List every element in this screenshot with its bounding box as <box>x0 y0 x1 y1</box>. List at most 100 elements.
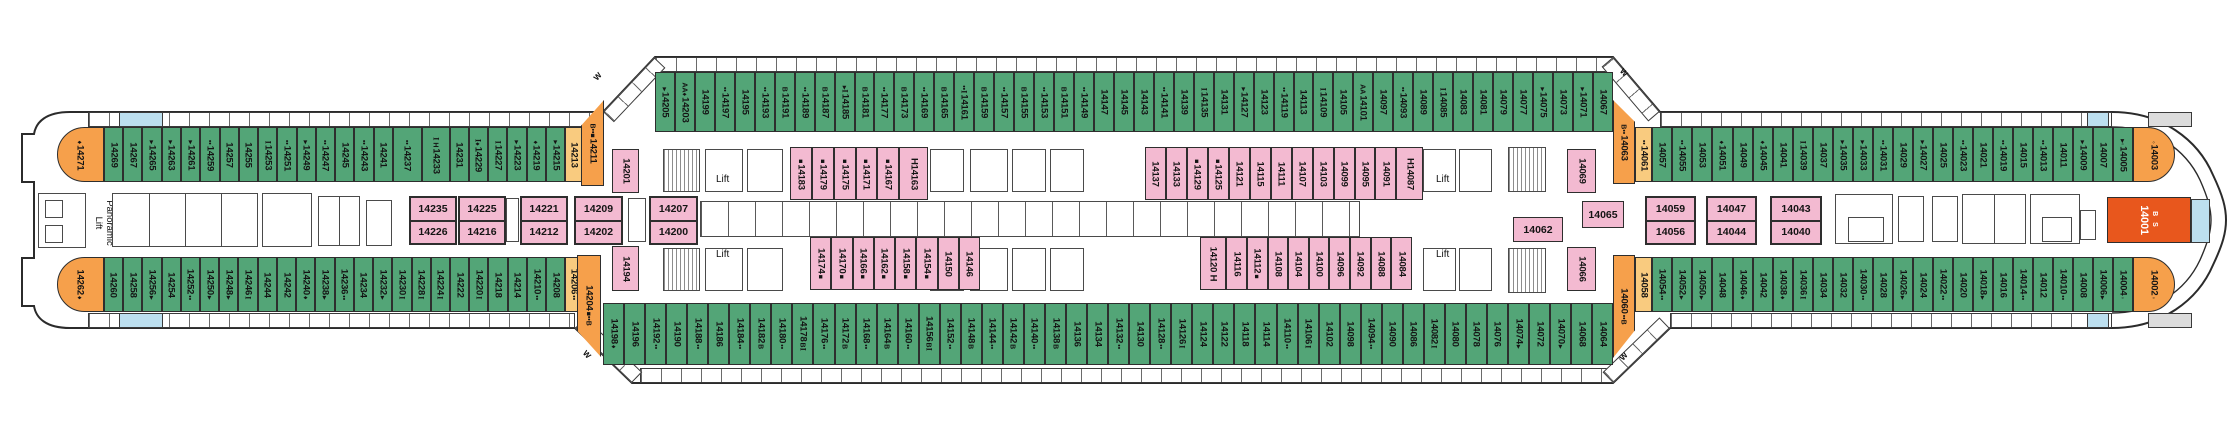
cabin-14097[interactable]: 14097 <box>1373 72 1394 132</box>
cabin-14002[interactable]: 14002◦ <box>2133 257 2176 312</box>
cabin-14034[interactable]: 14034 <box>1812 257 1833 312</box>
cabin-14114[interactable]: 14114 <box>1255 303 1277 365</box>
cabin-14062[interactable]: 14062 <box>1513 217 1563 242</box>
cabin-14177[interactable]: ••14177 <box>874 72 895 132</box>
service-cell[interactable] <box>2148 313 2192 328</box>
cabin-14244[interactable]: 14244 <box>257 257 277 312</box>
cabin-14201[interactable]: 14201 <box>612 149 639 193</box>
cabin-14193[interactable]: ••14193 <box>754 72 775 132</box>
cabin-14041[interactable]: 14041 <box>1772 127 1793 182</box>
cabin-14078[interactable]: 14078 <box>1465 303 1487 365</box>
cabin-14103[interactable]: 14103 <box>1312 147 1334 200</box>
cabin-14165[interactable]: B14165 <box>934 72 955 132</box>
cabin-14042[interactable]: 14042 <box>1752 257 1773 312</box>
cabin-14007[interactable]: 14007 <box>2093 127 2114 182</box>
cabin-14004[interactable]: 14004◦ <box>2113 257 2134 312</box>
cabin-14088[interactable]: 14088 <box>1370 237 1392 290</box>
cabin-14085[interactable]: I14085 <box>1433 72 1454 132</box>
cabin-14129[interactable]: ■14129 <box>1186 147 1208 200</box>
cabin-14183[interactable]: ■14183 <box>790 147 812 200</box>
cabin-14267[interactable]: 14267 <box>123 127 143 182</box>
cabin-14219[interactable]: ♦14219 <box>526 127 546 182</box>
cabin-14027[interactable]: ▸14027 <box>1912 127 1933 182</box>
cabin-14066[interactable]: 14066 <box>1567 247 1596 291</box>
cabin-14240[interactable]: 14240♦ <box>296 257 316 312</box>
cabin-14153[interactable]: ••14153 <box>1034 72 1055 132</box>
cabin-14259[interactable]: ••14259 <box>200 127 220 182</box>
cabin-14200[interactable]: 14200 <box>650 220 697 244</box>
cabin-14106[interactable]: 14106I <box>1297 303 1319 365</box>
cabin-14108[interactable]: 14108 <box>1267 237 1289 290</box>
accessible-cabin-cell[interactable] <box>119 313 163 328</box>
cabin-14218[interactable]: 14218 <box>488 257 508 312</box>
cabin-14077[interactable]: 14077 <box>1512 72 1533 132</box>
cabin-14043[interactable]: 14043 <box>1771 197 1821 221</box>
cabin-14229[interactable]: I♦14229 <box>468 127 489 182</box>
cabin-14086[interactable]: 14086 <box>1402 303 1424 365</box>
cabin-14258[interactable]: 14258 <box>123 257 143 312</box>
cabin-14209[interactable]: 14209 <box>575 197 622 221</box>
cabin-14045[interactable]: ♦14045 <box>1752 127 1773 182</box>
cabin-14171[interactable]: ■14171 <box>855 147 878 200</box>
cabin-14113[interactable]: 14113 <box>1293 72 1314 132</box>
cabin-14035[interactable]: ▸14035 <box>1832 127 1853 182</box>
cabin-14028[interactable]: 14028 <box>1872 257 1893 312</box>
cabin-14203[interactable]: AA♦14203 <box>674 72 695 132</box>
cabin-14225[interactable]: 14225 <box>459 197 505 221</box>
cabin-14158[interactable]: 14158■ <box>895 237 917 290</box>
cabin-14152[interactable]: 14152•• <box>939 303 961 365</box>
cabin-14076[interactable]: 14076 <box>1486 303 1509 365</box>
cabin-14144[interactable]: 14144•• <box>981 303 1003 365</box>
cabin-14241[interactable]: 14241 <box>373 127 393 182</box>
cabin-14242[interactable]: 14242 <box>276 257 297 312</box>
cabin-14026[interactable]: 14026▸ <box>1892 257 1913 312</box>
cabin-14044[interactable]: 14044 <box>1707 220 1756 244</box>
cabin-14254[interactable]: 14254 <box>161 257 181 312</box>
cabin-14070[interactable]: 14070▸ <box>1550 303 1572 365</box>
cabin-14101[interactable]: AA14101 <box>1353 72 1374 132</box>
cabin-14021[interactable]: 14021 <box>1973 127 1994 182</box>
cabin-14195[interactable]: 14195 <box>734 72 755 132</box>
cabin-14251[interactable]: ••14251 <box>277 127 297 182</box>
cabin-14252[interactable]: 14252•• <box>180 257 200 312</box>
cabin-14198[interactable]: 14198♦ <box>603 303 625 365</box>
cabin-14018[interactable]: 14018▸ <box>1973 257 1994 312</box>
cabin-14169[interactable]: ••14169 <box>914 72 935 132</box>
cabin-14013[interactable]: ••14013 <box>2033 127 2054 182</box>
cabin-14061[interactable]: ••14061 <box>1635 127 1653 182</box>
service-cell[interactable] <box>2148 112 2192 127</box>
cabin-14138[interactable]: 14138B <box>1044 303 1067 365</box>
cabin-14142[interactable]: 14142B <box>1002 303 1024 365</box>
cabin-14081[interactable]: 14081 <box>1473 72 1494 132</box>
accessible-cabin-cell[interactable] <box>2087 112 2109 127</box>
cabin-14224[interactable]: 14224I <box>430 257 451 312</box>
cabin-14237[interactable]: ••14237 <box>392 127 422 182</box>
cabin-14127[interactable]: ▸14127 <box>1233 72 1254 132</box>
cabin-14053[interactable]: 14053 <box>1692 127 1713 182</box>
cabin-14049[interactable]: 14049 <box>1732 127 1753 182</box>
cabin-14038[interactable]: 14038♦ <box>1772 257 1793 312</box>
cabin-14189[interactable]: ••14189 <box>794 72 815 132</box>
cabin-14250[interactable]: 14250▸ <box>199 257 220 312</box>
cabin-14020[interactable]: 14020 <box>1953 257 1974 312</box>
cabin-14054[interactable]: 14054•• <box>1652 257 1673 312</box>
cabin-14065[interactable]: 14065 <box>1582 201 1624 228</box>
cabin-14051[interactable]: ♦14051 <box>1712 127 1733 182</box>
cabin-14271[interactable]: ♦14271 <box>57 127 104 182</box>
cabin-14050[interactable]: 14050▸ <box>1692 257 1713 312</box>
cabin-14067[interactable]: 14067 <box>1592 72 1613 132</box>
cabin-14173[interactable]: B14173 <box>894 72 915 132</box>
cabin-14131[interactable]: 14131 <box>1213 72 1234 132</box>
cabin-14132[interactable]: 14132•• <box>1108 303 1130 365</box>
cabin-14071[interactable]: ▸14071 <box>1572 72 1593 132</box>
accessible-cabin-cell[interactable] <box>119 112 163 127</box>
cabin-14166[interactable]: 14166■ <box>852 237 874 290</box>
cabin-14069[interactable]: 14069 <box>1567 149 1596 193</box>
cabin-14235[interactable]: 14235 <box>410 197 456 221</box>
cabin-14023[interactable]: ••14023 <box>1953 127 1974 182</box>
cabin-14014[interactable]: 14014•• <box>2013 257 2034 312</box>
cabin-14210[interactable]: 14210•• <box>526 257 547 312</box>
cabin-14226[interactable]: 14226 <box>410 220 456 244</box>
cabin-14157[interactable]: ••14157 <box>994 72 1015 132</box>
